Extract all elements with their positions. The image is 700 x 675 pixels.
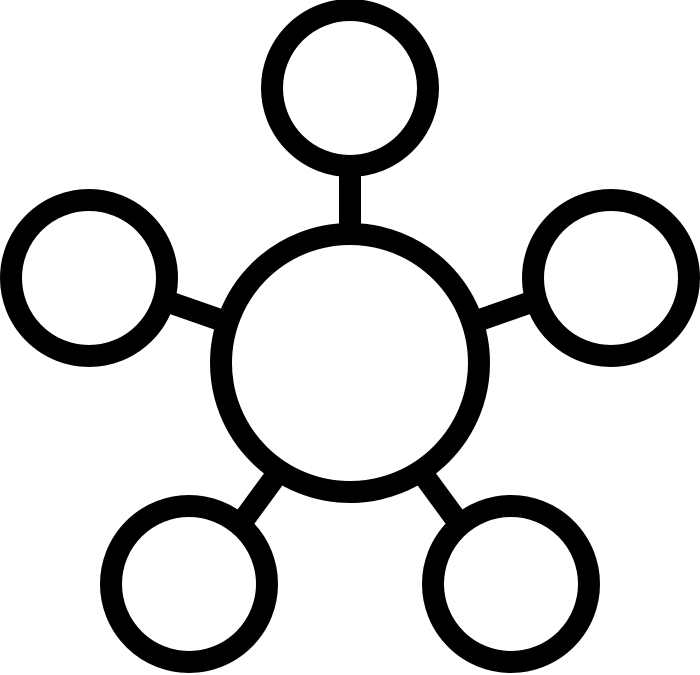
node-top — [261, 0, 439, 177]
node-left — [0, 189, 178, 367]
node-bottom-left — [100, 495, 278, 673]
center-node — [210, 223, 490, 503]
node-bottom-right — [422, 495, 600, 673]
connector-bottom-right — [416, 470, 467, 529]
connector-bottom-left — [233, 470, 284, 529]
node-right — [522, 189, 700, 367]
